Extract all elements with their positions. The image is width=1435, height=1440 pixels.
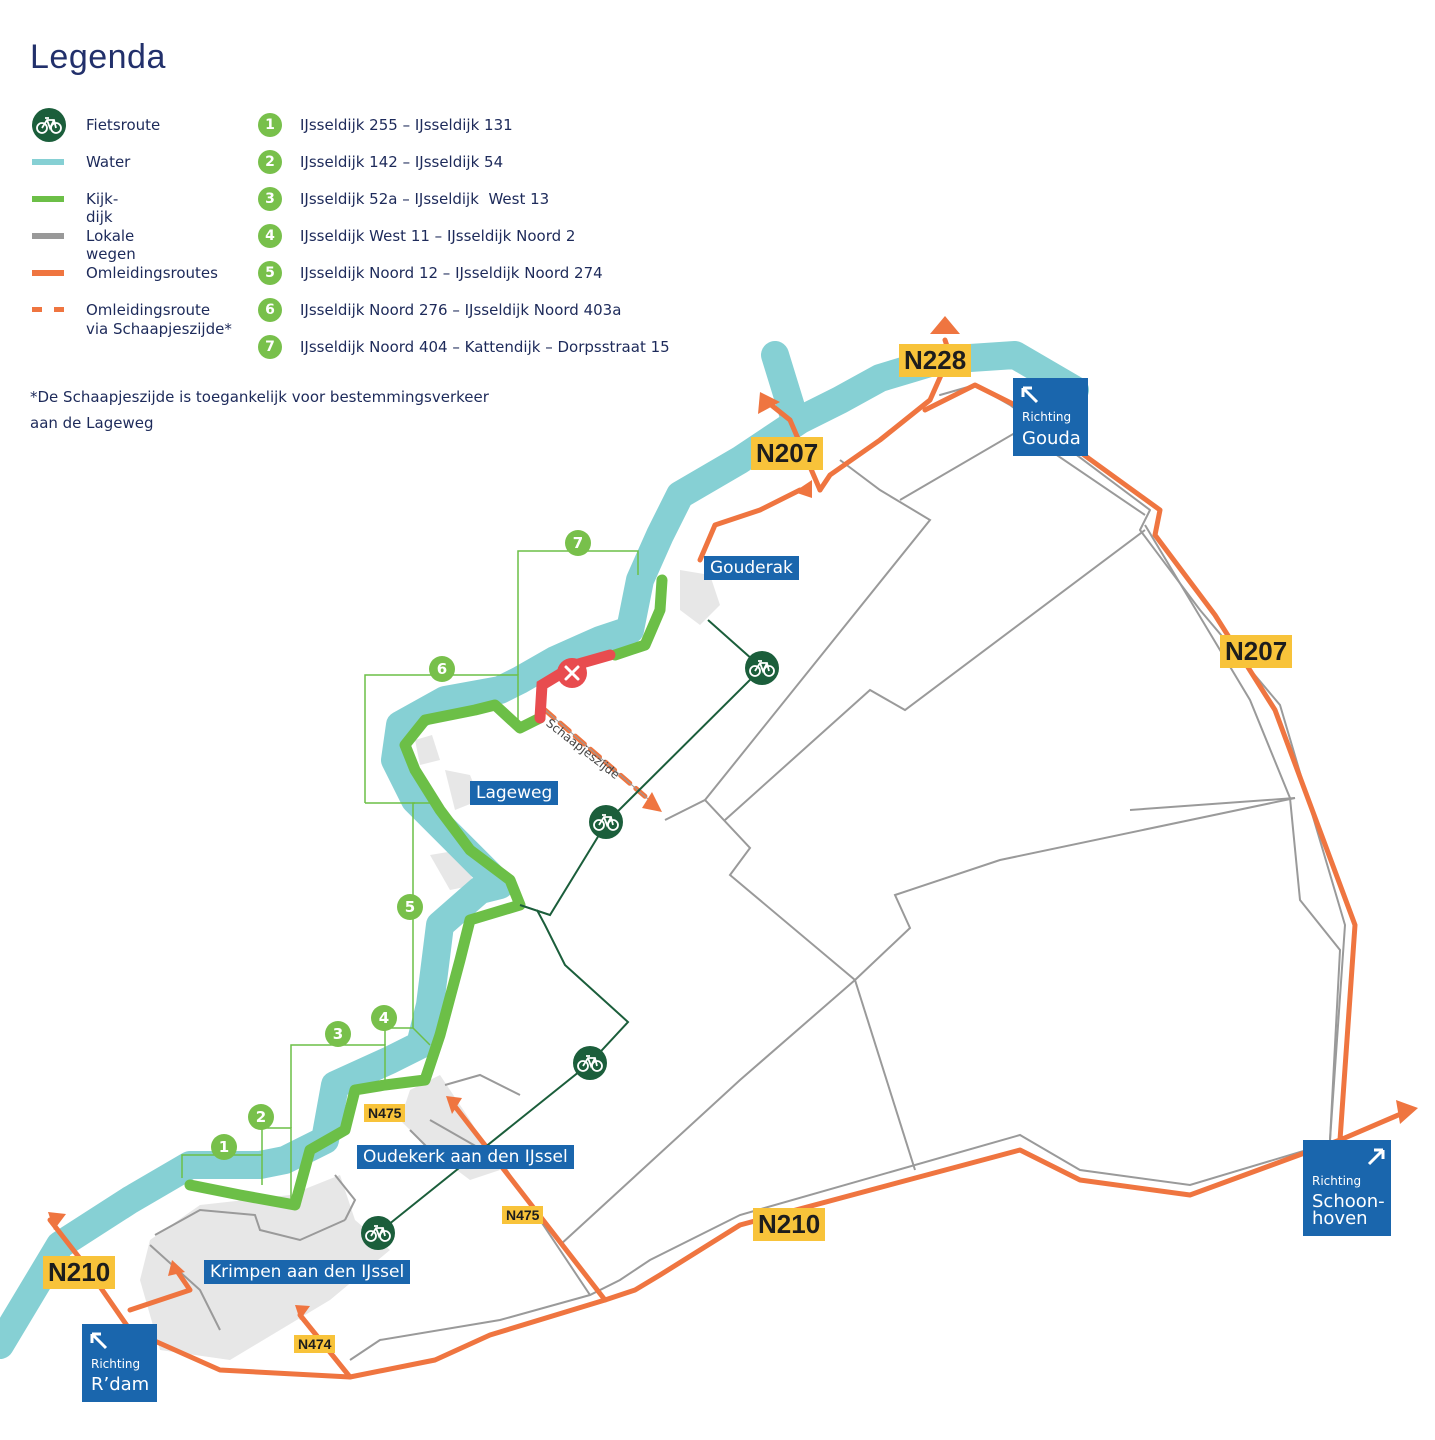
water [0,341,1089,1359]
place-label-lageweg: Lageweg [470,781,559,805]
legend-label-water: Water [86,153,131,171]
map-section-badge-2: 2 [248,1104,274,1130]
section-label: IJsseldijk 52a – IJsseldijk West 13 [300,190,550,208]
road-label-n210-left: N210 [43,1256,116,1289]
map-section-badge-6: 6 [429,656,455,682]
legend-label-lokale-wegen: Lokale wegen [86,227,136,263]
road-label-n474: N474 [294,1335,336,1353]
section-label: IJsseldijk 255 – IJsseldijk 131 [300,116,513,134]
section-label: IJsseldijk West 11 – IJsseldijk Noord 2 [300,227,576,245]
bike-icon [32,108,66,142]
section-badge: 1 [258,113,282,137]
direction-schoonhoven-prefix: Richting [1312,1174,1362,1188]
map-section-badge-4: 4 [371,1005,397,1031]
legend-label-omleidingsroutes: Omleidingsroutes [86,264,218,282]
section-badge: 6 [258,298,282,322]
section-badge: 5 [258,261,282,285]
direction-gouda-prefix: Richting [1022,410,1072,424]
place-label-krimpen: Krimpen aan den IJssel [204,1260,411,1284]
direction-rdam-name: R’dam [91,1374,150,1395]
footnote-line-1: *De Schaapjeszijde is toegankelijk voor … [30,388,489,406]
legend-label-via-schaapjeszijde: via Schaapjeszijde* [86,320,232,338]
map-section-badge-1: 1 [211,1134,237,1160]
kijk-dijk [184,574,668,1211]
closed-marker [557,658,587,688]
direction-schoonhoven: Richting Schoon- hoven [1303,1140,1391,1236]
section-label: IJsseldijk Noord 12 – IJsseldijk Noord 2… [300,264,603,282]
footnote-line-2: aan de Lageweg [30,414,154,432]
section-badge: 3 [258,187,282,211]
detour-routes [47,316,1418,1380]
arrow-up-left-icon [1021,386,1039,404]
place-label-oudekerk: Oudekerk aan den IJssel [357,1145,574,1169]
direction-gouda-name: Gouda [1022,428,1081,449]
section-label: IJsseldijk Noord 404 – Kattendijk – Dorp… [300,338,670,356]
section-badge: 2 [258,150,282,174]
map-section-badge-7: 7 [565,530,591,556]
direction-gouda: Richting Gouda [1013,378,1088,456]
section-badge: 4 [258,224,282,248]
road-label-n475-b: N475 [502,1206,544,1224]
direction-schoonhoven-name-1: Schoon- [1312,1191,1385,1212]
legend-label-fietsroute: Fietsroute [86,116,161,134]
legend-title: Legenda [30,38,166,76]
direction-schoonhoven-name-2: hoven [1312,1208,1368,1229]
arrow-up-left-icon [90,1332,108,1350]
place-label-gouderak: Gouderak [704,556,799,580]
road-label-n207-top: N207 [751,437,824,470]
section-badge: 7 [258,335,282,359]
map-section-badge-3: 3 [325,1021,351,1047]
legend-label-kijkdijk: Kijk-dijk [86,190,119,226]
road-label-n210-bottom: N210 [753,1208,826,1241]
bike-icon [589,805,623,839]
section-label: IJsseldijk 142 – IJsseldijk 54 [300,153,504,171]
bike-icon [573,1046,607,1080]
bike-icon [361,1216,395,1250]
arrow-up-right-icon [1367,1148,1385,1166]
road-label-n207-right: N207 [1220,635,1293,668]
road-label-n228: N228 [899,344,972,377]
bike-icon [745,651,779,685]
legend-label-omleidingsroute: Omleidingsroute [86,301,211,319]
footnote: *De Schaapjeszijde is toegankelijk voor … [30,384,489,436]
section-label: IJsseldijk Noord 276 – IJsseldijk Noord … [300,301,622,319]
direction-rdam-prefix: Richting [91,1357,141,1371]
road-label-n475-a: N475 [364,1104,406,1122]
local-roads [149,428,1342,1361]
map-section-badge-5: 5 [397,894,423,920]
direction-rdam: Richting R’dam [82,1324,157,1402]
